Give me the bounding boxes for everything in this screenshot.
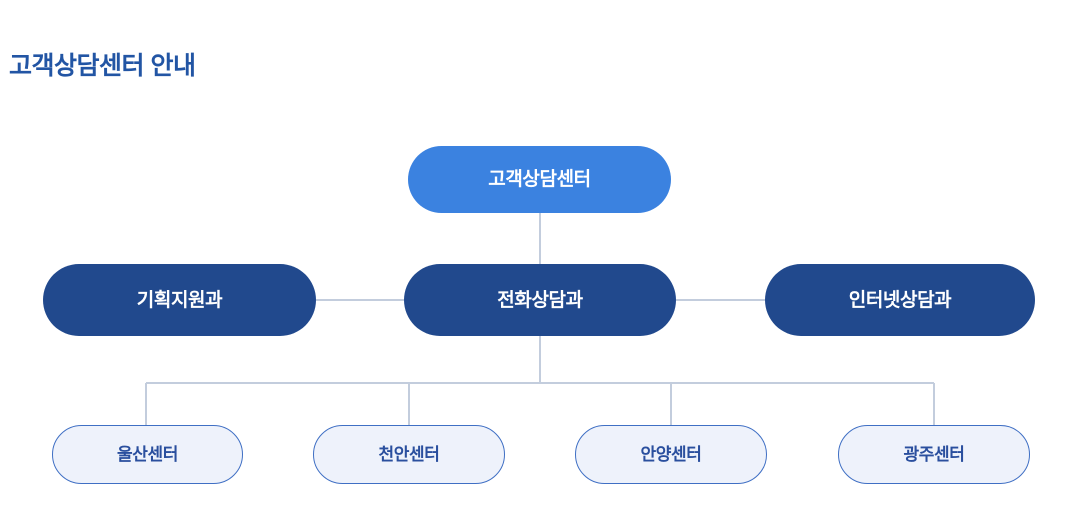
org-node-anyang[interactable]: 안양센터 xyxy=(575,425,767,484)
org-node-planning-label: 기획지원과 xyxy=(136,289,223,311)
org-node-ulsan[interactable]: 울산센터 xyxy=(52,425,243,484)
org-node-gwangju-label: 광주센터 xyxy=(903,445,965,464)
org-node-internet-label: 인터넷상담과 xyxy=(848,289,952,311)
org-node-root-label: 고객상담센터 xyxy=(488,169,591,190)
org-node-gwangju[interactable]: 광주센터 xyxy=(838,425,1030,484)
page-title: 고객상담센터 안내 xyxy=(9,51,196,80)
org-node-planning[interactable]: 기획지원과 xyxy=(43,264,316,336)
org-node-phone-label: 전화상담과 xyxy=(497,289,583,311)
org-node-root[interactable]: 고객상담센터 xyxy=(408,146,671,213)
org-node-cheonan-label: 천안센터 xyxy=(378,445,440,464)
org-node-phone[interactable]: 전화상담과 xyxy=(404,264,676,336)
org-node-cheonan[interactable]: 천안센터 xyxy=(313,425,505,484)
org-node-anyang-label: 안양센터 xyxy=(640,445,702,464)
org-node-internet[interactable]: 인터넷상담과 xyxy=(765,264,1035,336)
org-node-ulsan-label: 울산센터 xyxy=(117,445,178,464)
